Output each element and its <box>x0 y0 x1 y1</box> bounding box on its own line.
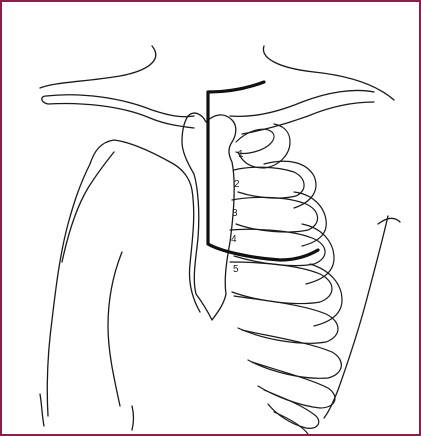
rib-5-outer <box>310 264 342 326</box>
rib-label-2: 2 <box>234 179 240 190</box>
left-clavicle <box>42 95 194 128</box>
rib-2 <box>234 167 304 198</box>
right-axilla <box>378 218 400 224</box>
rib-label-4: 4 <box>231 234 237 245</box>
rib-label-1: 1 <box>238 149 244 160</box>
left-neck-shoulder-line <box>40 46 156 88</box>
right-clavicle <box>230 90 374 134</box>
rib-8 <box>252 362 335 408</box>
rib-2-outer <box>264 161 316 208</box>
rib-label-3: 3 <box>232 208 238 219</box>
rib-7 <box>242 330 341 378</box>
left-lung-outline <box>47 140 200 416</box>
placement-bracket <box>208 82 318 260</box>
rib-9 <box>264 390 319 428</box>
left-lower-border <box>40 394 134 430</box>
rib-label-5: 5 <box>233 264 239 275</box>
rib-6 <box>234 296 338 343</box>
left-lower-lobe <box>108 252 122 406</box>
